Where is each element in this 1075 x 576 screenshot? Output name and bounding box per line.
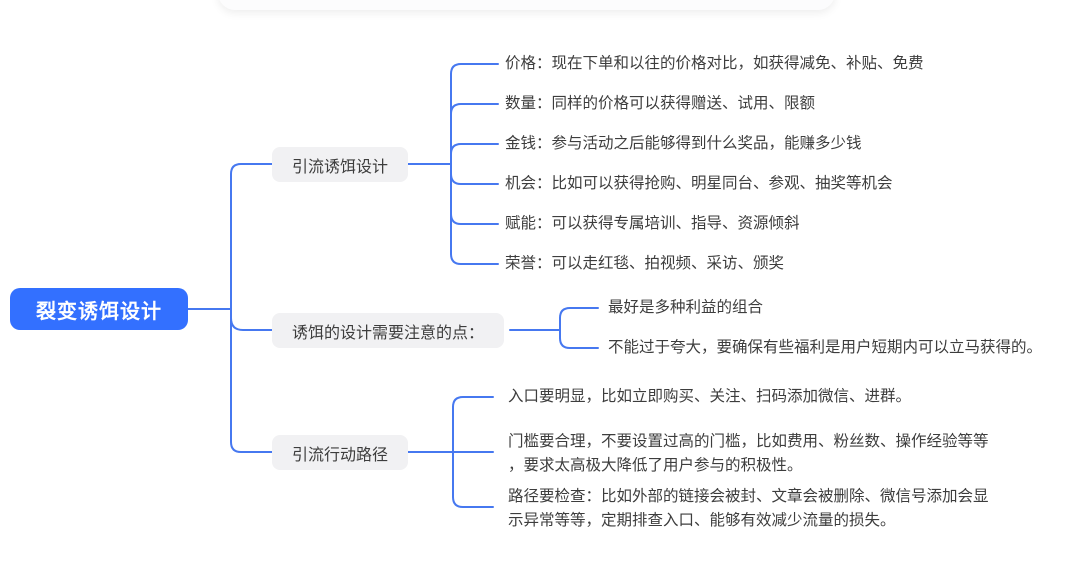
child-topic-path-check[interactable]: 路径要检查：比如外部的链接会被封、文章会被删除、微信号添加会显 示异常等等，定期… — [508, 485, 989, 533]
toolbar-edge — [218, 0, 835, 10]
branch2-connectors — [509, 307, 599, 349]
child-topic-entry[interactable]: 入口要明显，比如立即购买、关注、扫码添加微信、进群。 — [508, 388, 912, 405]
branch3-connectors — [407, 396, 494, 508]
branch-topic-action-path[interactable]: 引流行动路径 — [272, 435, 409, 470]
branch1-connectors — [407, 63, 499, 265]
child-topic-threshold[interactable]: 门槛要合理，不要设置过高的门槛，比如费用、粉丝数、操作经验等等 ，要求太高极大降… — [508, 430, 989, 478]
child-topic-empower[interactable]: 赋能：可以获得专属培训、指导、资源倾斜 — [505, 215, 800, 232]
branch-topic-lure-design[interactable]: 引流诱饵设计 — [272, 147, 409, 182]
child-topic-no-exaggerate[interactable]: 不能过于夸大，要确保有些福利是用户短期内可以立马获得的。 — [608, 339, 1043, 356]
child-topic-combo[interactable]: 最好是多种利益的组合 — [608, 299, 764, 316]
child-topic-path-check-line1: 路径要检查：比如外部的链接会被封、文章会被删除、微信号添加会显 — [508, 488, 989, 505]
child-topic-price[interactable]: 价格：现在下单和以往的价格对比，如获得减免、补贴、免费 — [505, 55, 924, 72]
child-topic-path-check-line2: 示异常等等，定期排查入口、能够有效减少流量的损失。 — [508, 512, 896, 529]
root-topic[interactable]: 裂变诱饵设计 — [10, 288, 188, 330]
branch-topic-design-notes[interactable]: 诱饵的设计需要注意的点： — [272, 313, 505, 348]
child-topic-threshold-line1: 门槛要合理，不要设置过高的门槛，比如费用、粉丝数、操作经验等等 — [508, 433, 989, 450]
child-topic-threshold-line2: ，要求太高极大降低了用户参与的积极性。 — [508, 457, 803, 474]
child-topic-chance[interactable]: 机会：比如可以获得抢购、明星同台、参观、抽奖等机会 — [505, 175, 893, 192]
child-topic-quantity[interactable]: 数量：同样的价格可以获得赠送、试用、限额 — [505, 95, 816, 112]
child-topic-honor[interactable]: 荣誉：可以走红毯、拍视频、采访、颁奖 — [505, 255, 785, 272]
root-connectors — [187, 163, 273, 453]
child-topic-money[interactable]: 金钱：参与活动之后能够得到什么奖品，能赚多少钱 — [505, 135, 862, 152]
